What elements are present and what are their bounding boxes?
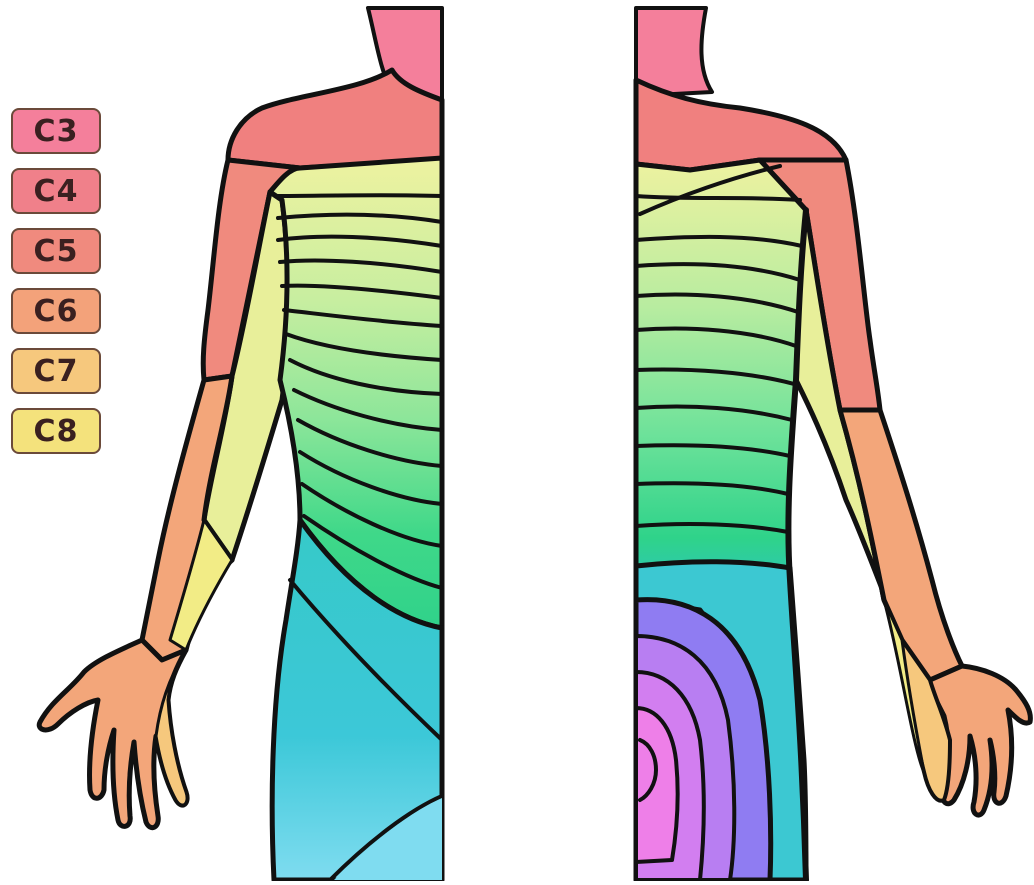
back-shoulder-c4 [636,80,846,170]
legend-item-c6: C6 [11,288,101,334]
legend-item-c5: C5 [11,228,101,274]
front-shoulder-c4 [228,70,442,168]
legend-item-c8: C8 [11,408,101,454]
legend-item-c3: C3 [11,108,101,154]
legend-item-c4: C4 [11,168,101,214]
legend-item-c7: C7 [11,348,101,394]
dermatome-legend: C3C4C5C6C7C8 [11,108,103,468]
